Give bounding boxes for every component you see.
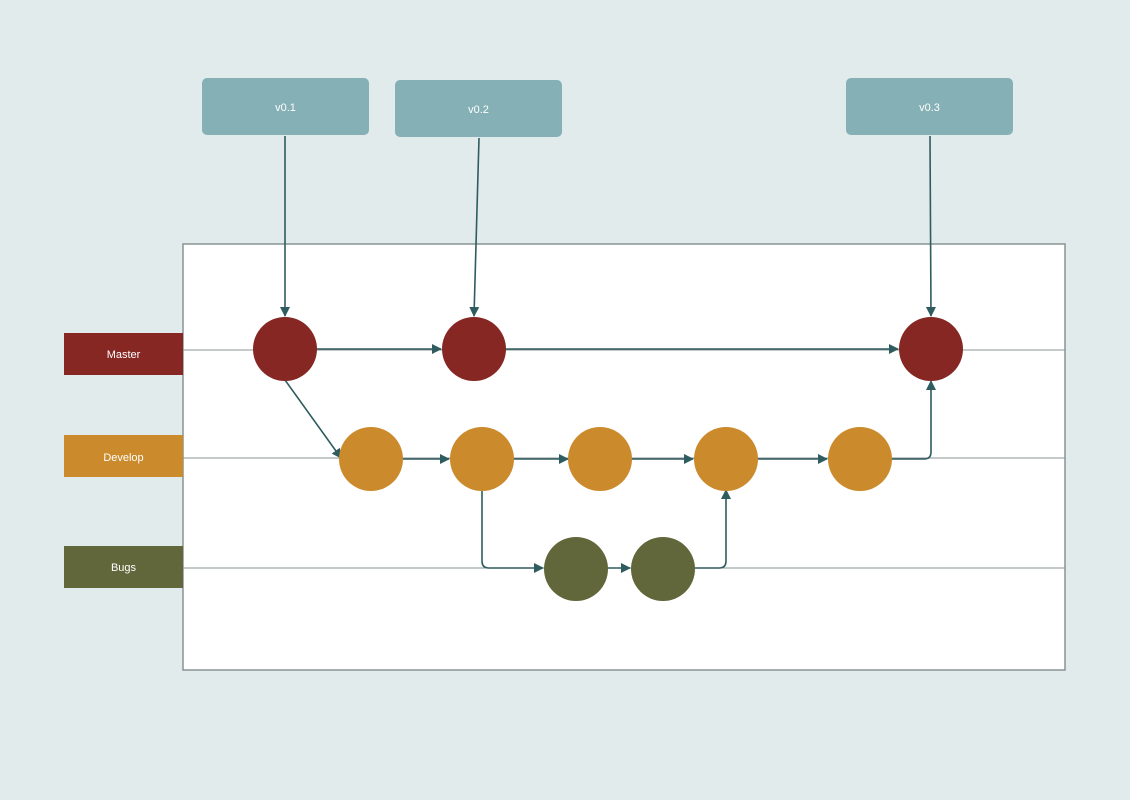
version-tag-v01-text: v0.1: [275, 102, 296, 114]
version-tag-v01-box: [202, 78, 369, 135]
version-tag-v01[interactable]: v0.1: [202, 78, 369, 135]
edge-m1-d1: [284, 379, 342, 459]
edge-d5-m3: [892, 380, 936, 460]
edge-v03-m3: [925, 135, 936, 317]
commit-node-develop[interactable]: [339, 427, 403, 491]
commit-node-master[interactable]: [442, 317, 506, 381]
edge-v02-m2: [469, 137, 480, 317]
commit-node-develop[interactable]: [450, 427, 514, 491]
lane-label-bugs-text: Bugs: [111, 562, 137, 574]
commit-node-master[interactable]: [253, 317, 317, 381]
lane-label-bugs[interactable]: Bugs: [64, 546, 183, 588]
commit-node-bugs[interactable]: [544, 537, 608, 601]
edge-d2-b1: [481, 491, 544, 573]
commit-node-develop[interactable]: [694, 427, 758, 491]
version-tag-v02-text: v0.2: [468, 104, 489, 116]
version-tag-v03[interactable]: v0.3: [846, 78, 1013, 135]
commit-nodes: [253, 317, 963, 601]
version-tag-v03-box: [846, 78, 1013, 135]
lane-label-master[interactable]: Master: [64, 333, 183, 375]
commit-node-develop[interactable]: [828, 427, 892, 491]
lane-label-develop[interactable]: Develop: [64, 435, 183, 477]
commit-node-develop[interactable]: [568, 427, 632, 491]
lane-label-develop-text: Develop: [103, 452, 143, 464]
version-tag-v02[interactable]: v0.2: [395, 80, 562, 137]
commit-node-bugs[interactable]: [631, 537, 695, 601]
commit-node-master[interactable]: [899, 317, 963, 381]
lane-label-develop-box: [64, 435, 183, 477]
version-tag-v03-text: v0.3: [919, 102, 940, 114]
lane-label-master-text: Master: [107, 349, 141, 361]
lane-label-master-box: [64, 333, 183, 375]
version-tag-v02-box: [395, 80, 562, 137]
edge-b2-d4: [695, 489, 731, 569]
connectors: [280, 135, 936, 573]
lane-label-bugs-box: [64, 546, 183, 588]
